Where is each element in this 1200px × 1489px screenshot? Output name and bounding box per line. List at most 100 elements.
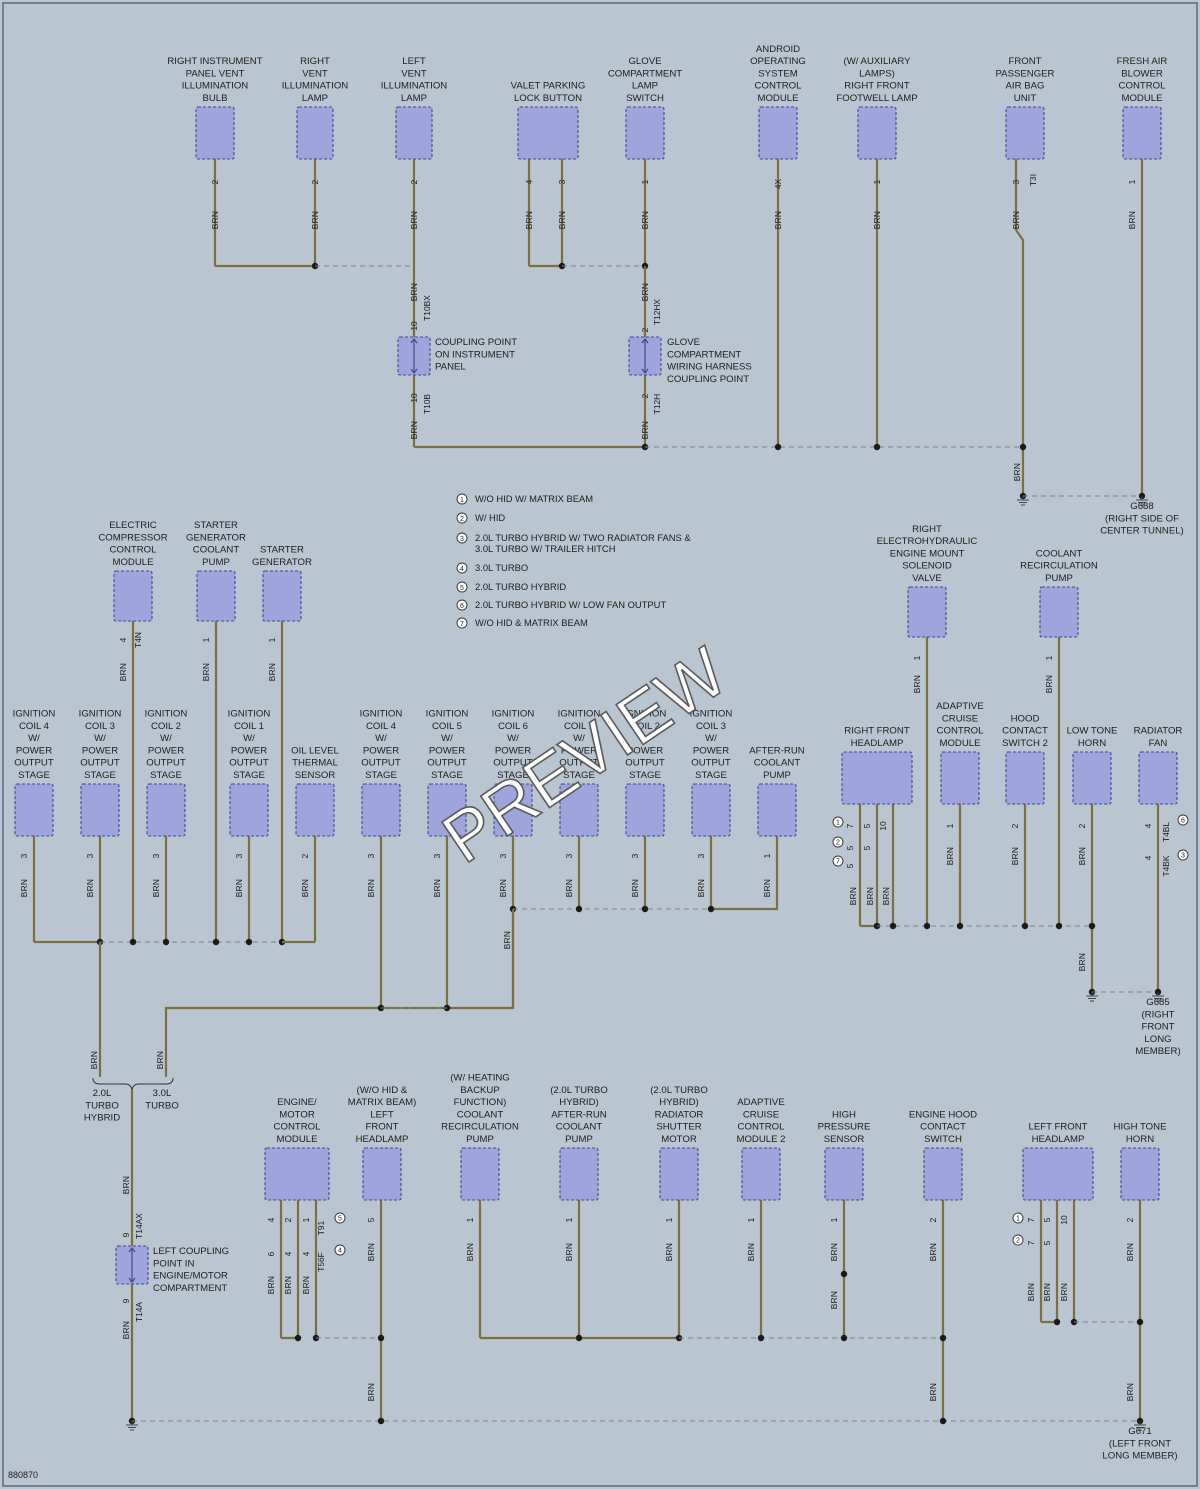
splice-dot xyxy=(575,905,583,913)
component-label: OUTPUT xyxy=(691,758,731,769)
pin-number: 1 xyxy=(640,179,650,184)
wire-color-label: BRN xyxy=(201,663,211,682)
component-label: LAMP xyxy=(302,93,328,104)
component-label: LEFT xyxy=(402,56,426,67)
pin-number: 2 xyxy=(300,853,310,858)
component-lowhorn xyxy=(1072,751,1112,805)
component-label: IGNITION xyxy=(13,709,56,720)
pin-number: 1 xyxy=(746,1217,756,1222)
pin-number: 5 xyxy=(1042,1240,1052,1245)
component-label: GLOVE xyxy=(628,56,661,67)
wire-color-label: BRN xyxy=(366,879,376,898)
component-hood2 xyxy=(1005,751,1045,805)
legend-marker xyxy=(456,617,468,629)
splice-dot xyxy=(1136,1318,1144,1326)
component-label: SWITCH xyxy=(924,1134,962,1145)
coupling-arrow-head xyxy=(641,338,649,344)
component-label: PUMP xyxy=(565,1134,593,1145)
pin-number: 1 xyxy=(945,823,955,828)
component-label: COMPRESSOR xyxy=(98,532,167,543)
pin-number: 5 xyxy=(862,823,872,828)
wire-color-label: BRN xyxy=(310,211,320,230)
component-label: W/ xyxy=(705,733,717,744)
wire-color-label: BRN xyxy=(1044,675,1054,694)
component-label: SENSOR xyxy=(295,770,336,781)
coupling-label: ON INSTRUMENT xyxy=(435,349,515,360)
pin-number: 1 xyxy=(267,637,277,642)
pin-label: T14A xyxy=(134,1302,144,1322)
component-label: W/ xyxy=(639,733,651,744)
branch-label-right: 3.0L xyxy=(153,1088,172,1099)
component-acc xyxy=(940,751,980,805)
component-label: IGNITION xyxy=(145,709,188,720)
component-label: OUTPUT xyxy=(559,758,599,769)
component-label: SYSTEM xyxy=(758,68,797,79)
component-label: COIL 2 xyxy=(630,721,660,732)
pin-number: 5 xyxy=(366,1217,376,1222)
pin-number: 9 xyxy=(121,1298,131,1303)
pin-label: T12H xyxy=(652,394,662,414)
component-label: OUTPUT xyxy=(146,758,186,769)
pin-label: T56F xyxy=(316,1252,326,1272)
wire-color-label: BRN xyxy=(155,1051,165,1070)
component-label: VENT xyxy=(302,68,328,79)
component-sg xyxy=(262,570,302,622)
component-label: HIGH TONE xyxy=(1114,1122,1167,1133)
component-label: LOCK BUTTON xyxy=(514,93,582,104)
pin-number: 4 xyxy=(118,637,128,642)
wire-color-label: BRN xyxy=(564,879,574,898)
component-label: RECIRCULATION xyxy=(441,1122,519,1133)
splice-dot xyxy=(162,938,170,946)
component-label: CONTROL xyxy=(937,726,985,737)
component-ic5-b xyxy=(427,783,467,837)
component-lf-head xyxy=(1022,1147,1094,1201)
legend-number: 5 xyxy=(460,585,464,592)
component-label: PASSENGER xyxy=(995,68,1054,79)
component-label: OPERATING xyxy=(750,56,806,67)
pin-label: T12HX xyxy=(652,299,662,325)
component-label: IGNITION xyxy=(624,709,667,720)
component-label: POWER xyxy=(495,745,531,756)
component-lv-lamp xyxy=(395,106,433,160)
splice-dot xyxy=(377,1334,385,1342)
callout-marker xyxy=(832,836,844,848)
pin-number: 4X xyxy=(773,178,783,189)
pin-number: 5 xyxy=(845,863,855,868)
component-label: ILLUMINATION xyxy=(381,81,448,92)
pin-number: 1 xyxy=(201,637,211,642)
component-label: RIGHT FRONT xyxy=(844,81,910,92)
component-label: POWER xyxy=(82,745,118,756)
wire-color-label: BRN xyxy=(234,879,244,898)
component-label: FAN xyxy=(1149,738,1168,749)
wire-color-label: BRN xyxy=(267,663,277,682)
component-label: MODULE xyxy=(939,738,980,749)
component-label: STARTER xyxy=(260,545,304,556)
pin-number: 3 xyxy=(1011,179,1021,184)
component-label: OUTPUT xyxy=(14,758,54,769)
coupling-label: COUPLING POINT xyxy=(435,337,517,348)
component-label: ELECTRIC xyxy=(109,520,157,531)
splice-dot xyxy=(1021,922,1029,930)
component-label: ILLUMINATION xyxy=(282,81,349,92)
component-ic1-a xyxy=(229,783,269,837)
wire-color-label: BRN xyxy=(872,211,882,230)
pin-number: 3 xyxy=(432,853,442,858)
splice-dot xyxy=(641,905,649,913)
component-label: COIL 2 xyxy=(151,721,181,732)
pin-number: 7 xyxy=(1026,1217,1036,1222)
component-acc2 xyxy=(741,1147,781,1201)
component-label: HOOD xyxy=(1011,713,1040,724)
callout-marker xyxy=(334,1244,346,1256)
component-label: RIGHT xyxy=(300,56,330,67)
component-ehm-valve xyxy=(907,586,947,638)
component-label: CONTROL xyxy=(738,1122,786,1133)
coupling-arrow-head xyxy=(410,368,418,374)
component-label: MODULE xyxy=(112,557,153,568)
wire-color-label: BRN xyxy=(524,211,534,230)
component-label: HIGH xyxy=(832,1109,856,1120)
pin-number: 2 xyxy=(409,179,419,184)
component-label: CONTACT xyxy=(920,1122,966,1133)
component-label: STAGE xyxy=(695,770,727,781)
wire-color-label: BRN xyxy=(366,1383,376,1402)
component-label: OUTPUT xyxy=(427,758,467,769)
